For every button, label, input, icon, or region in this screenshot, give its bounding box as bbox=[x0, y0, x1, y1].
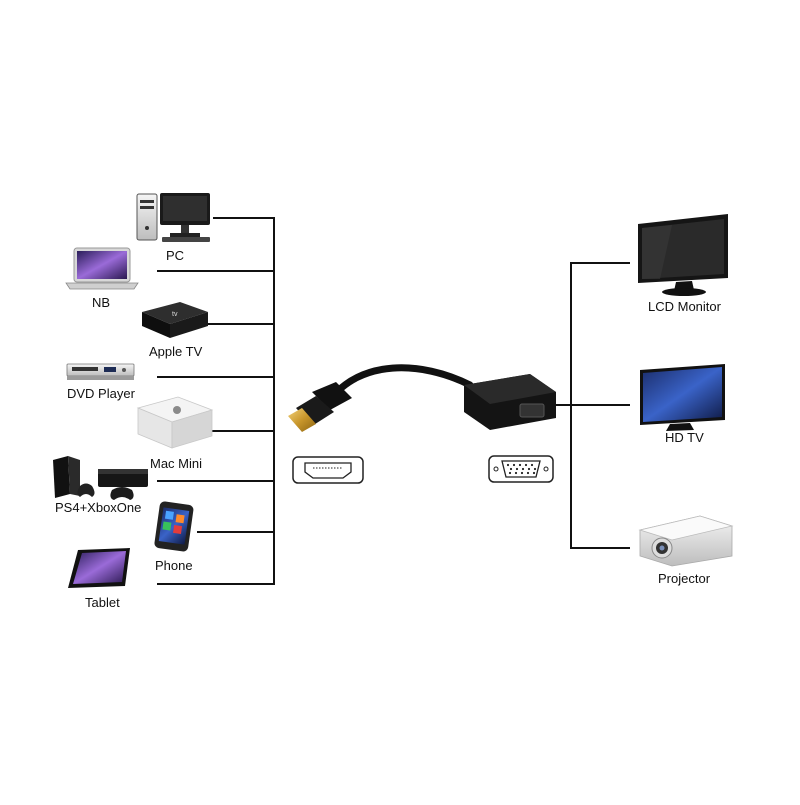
label-hd-tv: HD TV bbox=[665, 430, 704, 445]
label-phone: Phone bbox=[155, 558, 193, 573]
laptop-icon bbox=[65, 247, 139, 290]
lcd-monitor-icon bbox=[638, 214, 728, 296]
adapter-cable bbox=[326, 364, 474, 404]
dvd-player-icon bbox=[66, 363, 135, 380]
svg-text:tv: tv bbox=[172, 311, 178, 318]
output-connector-lines bbox=[552, 262, 630, 549]
label-apple-tv: Apple TV bbox=[149, 344, 203, 359]
label-mac-mini: Mac Mini bbox=[150, 456, 203, 471]
desktop-pc-icon bbox=[136, 193, 210, 242]
label-dvd-player: DVD Player bbox=[67, 386, 135, 401]
label-pc: PC bbox=[166, 248, 185, 263]
smartphone-icon bbox=[154, 501, 194, 552]
label-nb: NB bbox=[92, 295, 111, 310]
apple-tv-box-icon: tv bbox=[142, 302, 208, 338]
hdmi-plug-icon bbox=[288, 382, 352, 432]
label-tablet: Tablet bbox=[85, 595, 120, 610]
mac-mini-icon bbox=[136, 396, 214, 449]
label-projector: Projector bbox=[658, 571, 711, 586]
hdmi-to-vga-adapter bbox=[288, 364, 556, 432]
tablet-icon bbox=[68, 548, 130, 588]
vga-adapter-box-icon bbox=[464, 374, 556, 430]
game-console-icon bbox=[53, 456, 148, 500]
vga-port-icon bbox=[488, 455, 554, 483]
label-consoles: PS4+XboxOne bbox=[55, 500, 142, 515]
label-lcd-monitor: LCD Monitor bbox=[648, 299, 721, 314]
projector-icon bbox=[638, 515, 734, 567]
hdmi-port-icon bbox=[292, 456, 364, 484]
hd-tv-icon bbox=[640, 364, 725, 431]
